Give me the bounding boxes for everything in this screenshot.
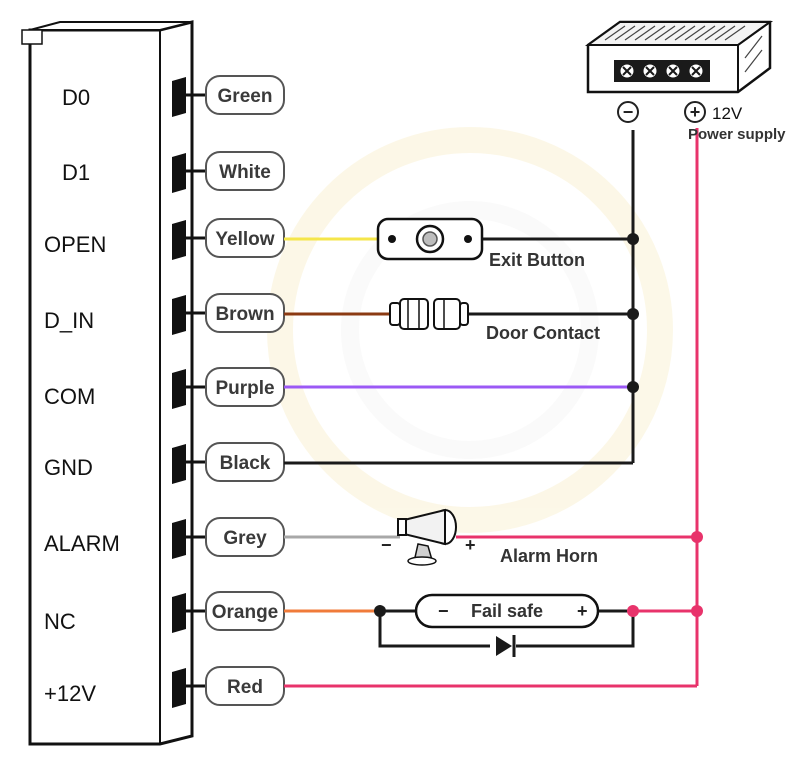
wire-color-label: Orange <box>212 602 279 623</box>
wiring <box>284 128 703 688</box>
wire-diode-left <box>378 611 490 648</box>
connector-block <box>172 369 186 409</box>
junction-dot <box>627 308 639 320</box>
terminal-label: NC <box>44 609 76 634</box>
wire-color-label: Purple <box>215 378 274 399</box>
terminal-label: COM <box>44 384 95 409</box>
positive-terminal-symbol <box>684 101 706 123</box>
junction-dot <box>627 381 639 393</box>
terminal-label: OPEN <box>44 232 106 257</box>
terminal-label: +12V <box>44 681 96 706</box>
door-contact-label: Door Contact <box>486 323 600 343</box>
junction-dot <box>627 605 639 617</box>
door-contact: Door Contact <box>389 298 600 343</box>
terminal-row: OPEN Yellow <box>44 218 285 260</box>
negative-terminal-symbol <box>617 101 639 123</box>
watermark <box>267 127 673 533</box>
power-supply-minus: − <box>623 102 634 122</box>
alarm-horn-minus: − <box>381 535 392 555</box>
fail-safe-minus: − <box>438 601 449 621</box>
connector-block <box>172 668 186 708</box>
controller-body <box>21 20 194 746</box>
terminal-label: GND <box>44 455 93 480</box>
alarm-horn-plus: + <box>465 535 476 555</box>
fail-safe-lock: − Fail safe + <box>414 593 600 629</box>
connector-block <box>172 519 186 559</box>
alarm-horn-label: Alarm Horn <box>500 546 598 566</box>
connector-block <box>172 444 186 484</box>
power-supply-voltage: 12V <box>712 104 743 123</box>
wire-diode-right <box>516 611 635 648</box>
terminal-label: D0 <box>62 85 90 110</box>
diode <box>496 635 516 657</box>
junction-dot <box>691 605 703 617</box>
junction-dot <box>627 233 639 245</box>
exit-button: Exit Button <box>376 217 585 270</box>
wire-color-label: Black <box>220 453 271 474</box>
terminal-row: ALARM Grey <box>44 517 285 559</box>
power-supply: − + 12V Power supply <box>584 20 786 143</box>
wire-label-pill <box>205 151 285 191</box>
connector-block <box>172 220 186 260</box>
connector-block <box>172 593 186 633</box>
fail-safe-plus: + <box>577 601 588 621</box>
connector-block <box>172 77 186 117</box>
terminal-row: +12V Red <box>44 666 285 708</box>
connector-block <box>172 153 186 193</box>
wire-label-pill <box>205 75 285 115</box>
terminal-row: COM Purple <box>44 367 285 409</box>
connector-block <box>172 295 186 335</box>
junction-dot <box>691 531 703 543</box>
terminal-row: D_IN Brown <box>44 293 285 335</box>
terminal-row: NC Orange <box>44 591 285 634</box>
exit-button-label: Exit Button <box>489 250 585 270</box>
terminal-row: D1 White <box>62 151 285 193</box>
terminal-label: ALARM <box>44 531 120 556</box>
wire-color-label: Yellow <box>215 229 274 250</box>
wire-color-label: White <box>219 162 271 183</box>
terminal-row: GND Black <box>44 442 285 484</box>
terminal-label: D_IN <box>44 308 94 333</box>
wire-color-label: Brown <box>215 304 274 325</box>
terminal-row: D0 Green <box>62 75 285 117</box>
terminal-label: D1 <box>62 160 90 185</box>
wire-color-label: Green <box>218 86 273 107</box>
fail-safe-label: Fail safe <box>471 601 543 621</box>
power-supply-plus: + <box>690 102 701 122</box>
wire-color-label: Red <box>227 677 263 698</box>
alarm-horn: − + Alarm Horn <box>381 508 598 566</box>
wire-color-label: Grey <box>223 528 267 549</box>
junction-dot <box>374 605 386 617</box>
power-supply-label: Power supply <box>688 126 786 143</box>
